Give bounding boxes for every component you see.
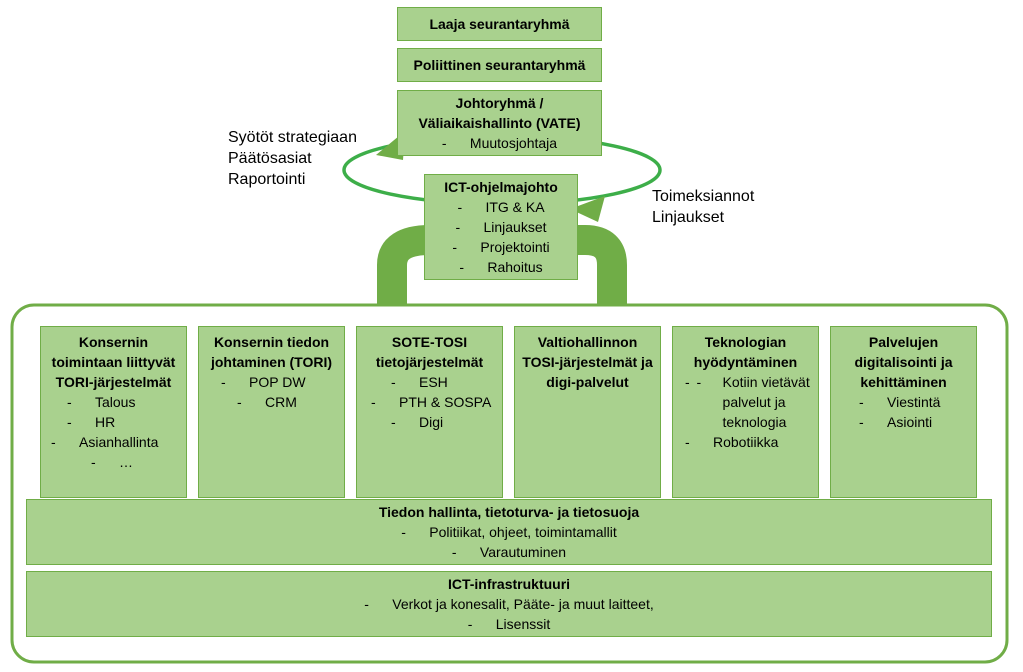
band-item: Varautuminen: [27, 542, 991, 562]
column-item: -Kotiin vietävät palvelut ja teknologia: [673, 372, 818, 432]
arrow-right-icon: [570, 196, 605, 222]
column-sote-tosi: SOTE-TOSI tietojärjestelmät ESH PTH & SO…: [356, 326, 503, 498]
ict-ohjelmajohto-box: ICT-ohjelmajohto ITG & KA Linjaukset Pro…: [424, 174, 578, 280]
band-item: Politiikat, ohjeet, toimintamallit: [27, 522, 991, 542]
column-teknologian: Teknologian hyödyntäminen -Kotiin vietäv…: [672, 326, 819, 498]
johtoryhma-item: Muutosjohtaja: [398, 133, 601, 153]
column-item: Asianhallinta: [41, 432, 186, 452]
column-palvelujen-digitalisointi: Palvelujen digitalisointi ja kehittämine…: [830, 326, 977, 498]
column-title: Konsernin toimintaan liittyvät TORI-järj…: [51, 334, 176, 390]
johtoryhma-box: Johtoryhmä / Väliaikaishallinto (VATE) M…: [397, 90, 602, 156]
band-title: Tiedon hallinta, tietoturva- ja tietosuo…: [378, 504, 640, 520]
band-title: ICT-infrastruktuuri: [447, 576, 571, 592]
band-item: Verkot ja konesalit, Pääte- ja muut lait…: [27, 594, 991, 614]
ict-ohjelmajohto-item: Rahoitus: [425, 257, 577, 277]
column-item: CRM: [199, 392, 344, 412]
annotation-right-line: Toimeksiannot: [652, 188, 755, 205]
annotation-left-line: Päätösasiat: [228, 150, 312, 167]
ict-ohjelmajohto-item: Linjaukset: [425, 217, 577, 237]
column-item: Asiointi: [831, 412, 976, 432]
poliittinen-seurantaryhma-label: Poliittinen seurantaryhmä: [413, 57, 586, 73]
band-item: Lisenssit: [27, 614, 991, 634]
column-item: Talous: [41, 392, 186, 412]
johtoryhma-title: Johtoryhmä / Väliaikaishallinto (VATE): [418, 95, 581, 131]
column-title: Valtiohallinnon TOSI-järjestelmät ja dig…: [522, 334, 653, 390]
column-item: PTH & SOSPA: [357, 392, 502, 412]
column-item: POP DW: [199, 372, 344, 392]
annotation-right: Toimeksiannot Linjaukset: [652, 186, 754, 228]
ict-ohjelmajohto-title: ICT-ohjelmajohto: [444, 179, 558, 195]
column-title: Palvelujen digitalisointi ja kehittämine…: [854, 334, 953, 390]
ict-ohjelmajohto-item: ITG & KA: [425, 197, 577, 217]
column-item: Digi: [357, 412, 502, 432]
band-tiedon-hallinta: Tiedon hallinta, tietoturva- ja tietosuo…: [26, 499, 992, 565]
laaja-seurantaryhma-label: Laaja seurantaryhmä: [429, 16, 570, 32]
column-konsernin-toimintaan: Konsernin toimintaan liittyvät TORI-järj…: [40, 326, 187, 498]
column-title: SOTE-TOSI tietojärjestelmät: [375, 334, 484, 370]
annotation-left-line: Syötöt strategiaan: [228, 129, 357, 146]
laaja-seurantaryhma-box: Laaja seurantaryhmä: [397, 7, 602, 41]
column-item: …: [41, 452, 186, 472]
column-item: ESH: [357, 372, 502, 392]
ict-ohjelmajohto-item: Projektointi: [425, 237, 577, 257]
annotation-left: Syötöt strategiaan Päätösasiat Raportoin…: [228, 127, 357, 190]
column-item: Viestintä: [831, 392, 976, 412]
annotation-left-line: Raportointi: [228, 171, 306, 188]
band-ict-infrastruktuuri: ICT-infrastruktuuri Verkot ja konesalit,…: [26, 571, 992, 637]
column-item: HR: [41, 412, 186, 432]
annotation-right-line: Linjaukset: [652, 209, 725, 226]
column-title: Konsernin tiedon johtaminen (TORI): [210, 334, 333, 370]
column-item-text: Kotiin vietävät palvelut ja teknologia: [722, 374, 810, 430]
outer-container: [10, 303, 1009, 664]
poliittinen-seurantaryhma-box: Poliittinen seurantaryhmä: [397, 48, 602, 82]
column-item: Robotiikka: [673, 432, 818, 452]
column-title: Teknologian hyödyntäminen: [693, 334, 798, 370]
column-valtiohallinnon: Valtiohallinnon TOSI-järjestelmät ja dig…: [514, 326, 661, 498]
column-konsernin-tiedon-johtaminen: Konsernin tiedon johtaminen (TORI) POP D…: [198, 326, 345, 498]
